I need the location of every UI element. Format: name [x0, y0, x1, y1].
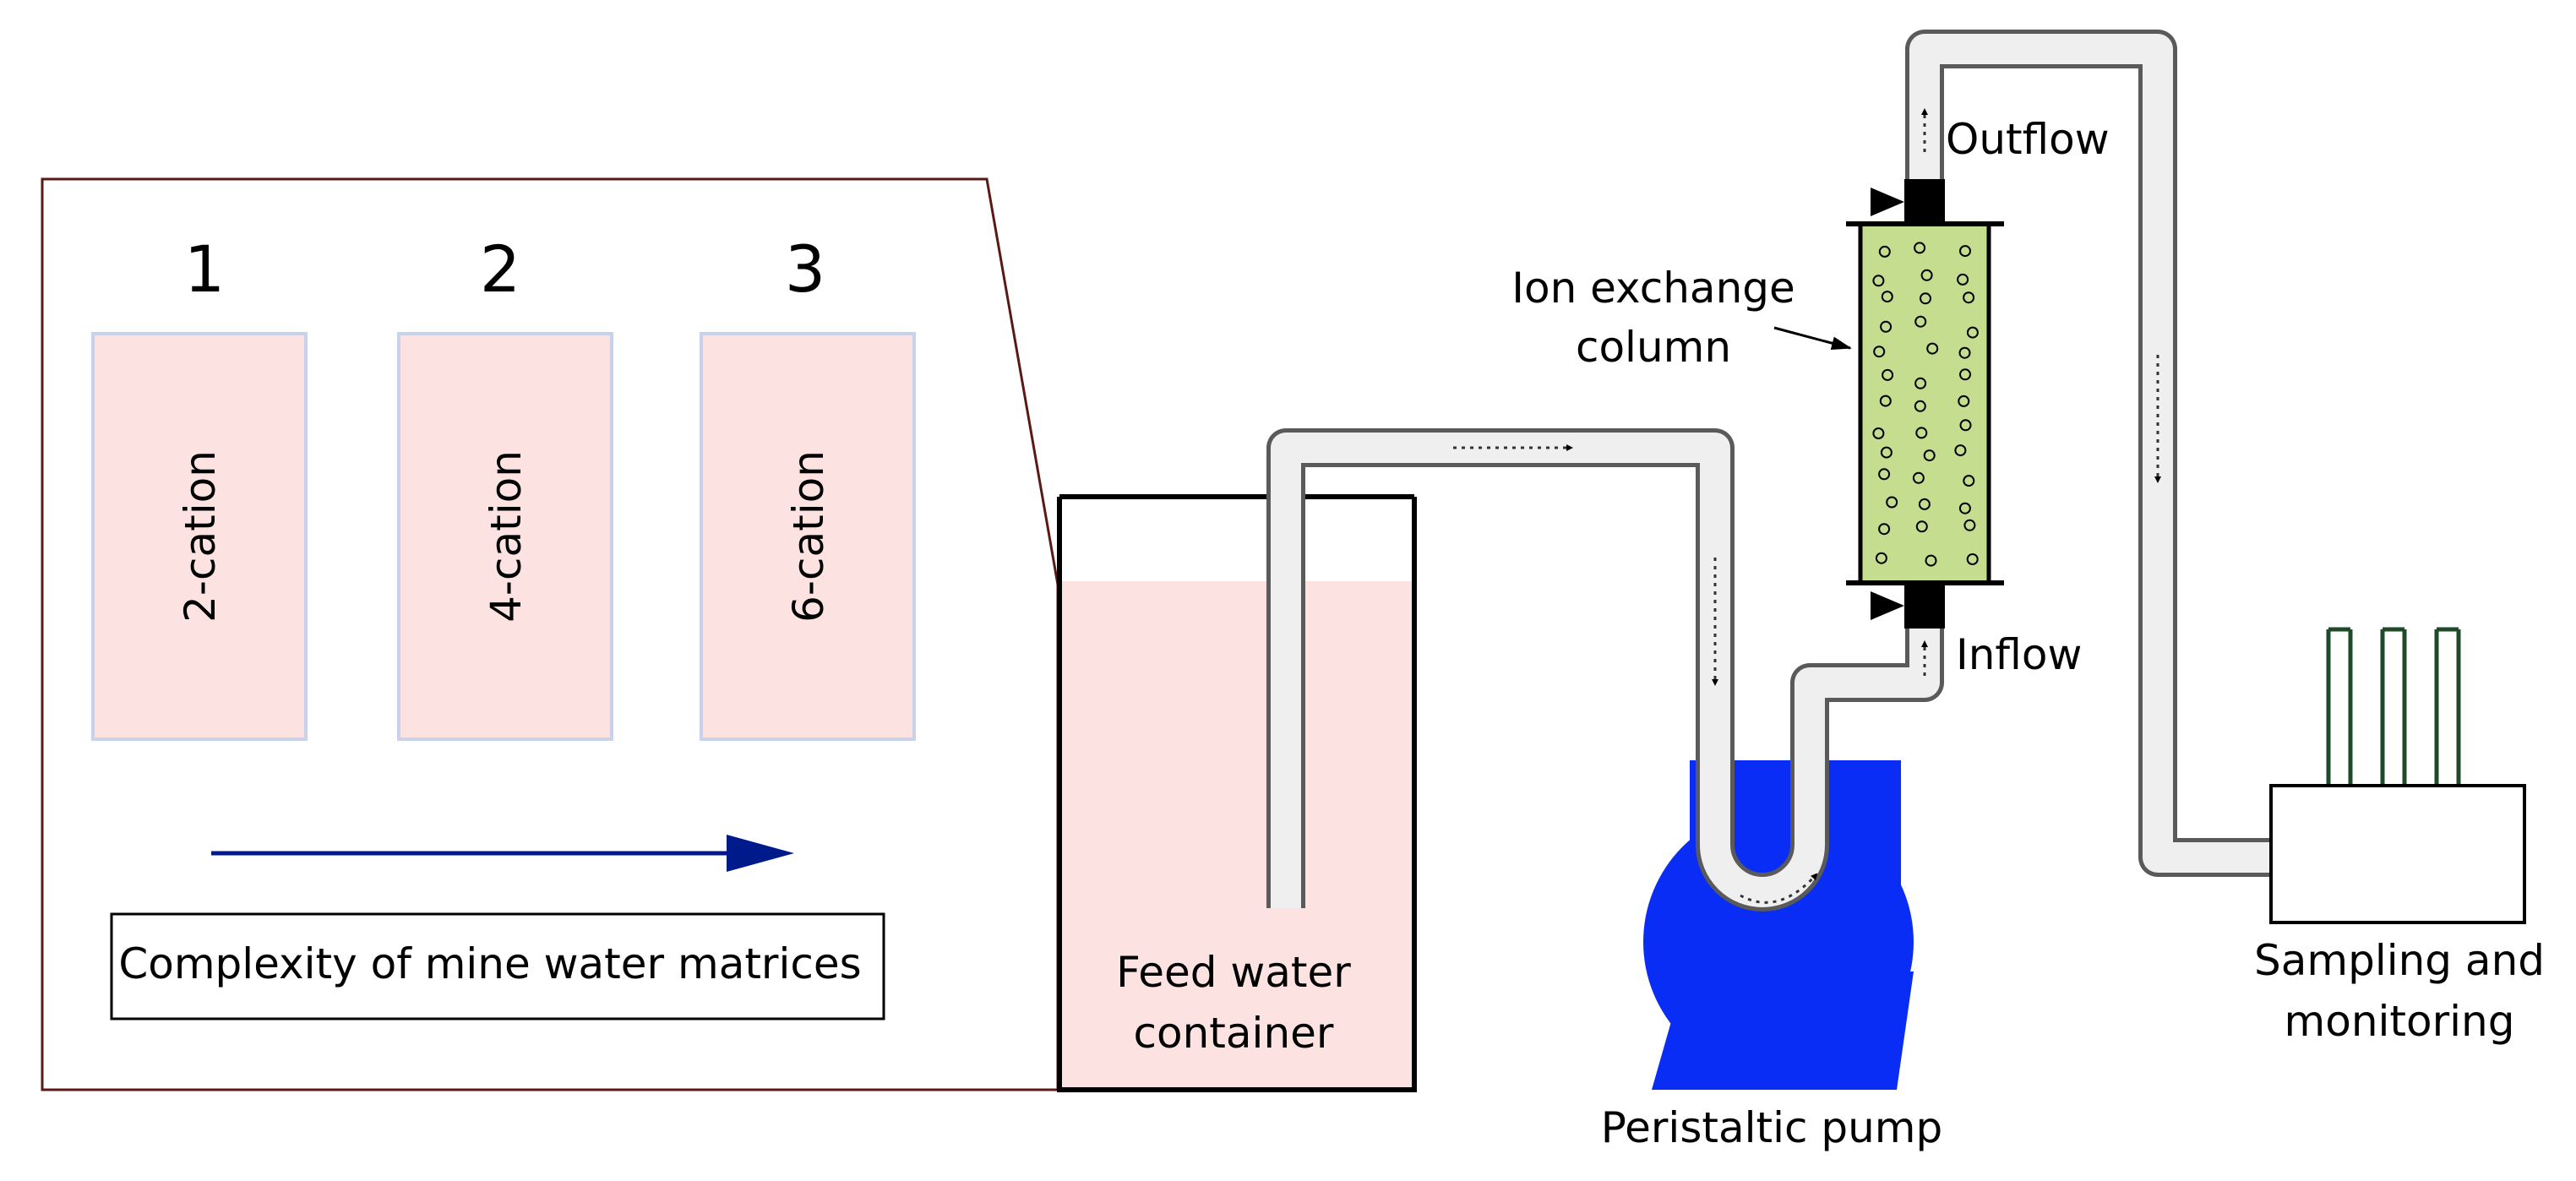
sampling-label-line2: monitoring: [2285, 997, 2515, 1046]
feed-label-line1: Feed water: [1116, 948, 1351, 997]
tubing: [1266, 30, 2273, 912]
resin-bead: [1920, 269, 1933, 281]
outflow-tube: [1909, 34, 2273, 873]
resin-bead: [1915, 520, 1928, 533]
resin-bead: [1879, 395, 1892, 407]
flow-arrow-loop: [1740, 873, 1818, 904]
resin-bead: [1920, 292, 1931, 305]
resin-bead: [1880, 320, 1893, 333]
sampling-station: Sampling and monitoring: [2254, 627, 2545, 1046]
resin-bead: [1914, 315, 1927, 328]
resin-bead: [1878, 468, 1891, 481]
resin-bead: [1963, 291, 1975, 304]
resin-bead: [1925, 554, 1937, 567]
complexity-arrow: [211, 835, 794, 872]
outflow-valve-icon: [1871, 188, 1904, 216]
matrix-inset-panel: 1 2-cation 2 4-cation 3 6-cation Complex…: [41, 177, 1059, 1091]
water-fill: [1061, 581, 1414, 1090]
resin-beads: [1872, 242, 1979, 567]
resin-bead: [1875, 552, 1887, 564]
matrix-label-3: 6-cation: [784, 450, 833, 623]
outflow-label: Outflow: [1946, 115, 2110, 164]
resin-bead: [1959, 419, 1972, 432]
resin-bead: [1881, 291, 1893, 303]
caption-box: [110, 912, 885, 1020]
matrix-label-1: 2-cation: [176, 450, 225, 623]
resin-bead: [1918, 498, 1931, 510]
resin-bead: [1926, 342, 1939, 355]
resin-bead: [1915, 427, 1928, 439]
inflow-label: Inflow: [1956, 630, 2082, 679]
resin-bead: [1882, 368, 1894, 381]
probe-3: [2434, 627, 2461, 786]
resin-bead: [1957, 273, 1969, 286]
resin-bead: [1958, 395, 1970, 407]
column-label-line1: Ion exchange: [1511, 264, 1795, 313]
resin-bead: [1872, 275, 1885, 287]
resin-bead: [1914, 400, 1926, 412]
resin-bead: [1880, 446, 1893, 459]
matrix-number-2: 2: [480, 231, 520, 307]
resin-bead: [1963, 475, 1975, 487]
resin-bead: [1878, 245, 1891, 258]
resin-bead: [1958, 346, 1971, 359]
resin-bead: [1959, 245, 1971, 258]
matrix-box-1: [91, 332, 308, 741]
sampling-box: [2269, 784, 2526, 924]
probe-2: [2380, 627, 2407, 786]
column-label-line2: column: [1576, 323, 1731, 372]
sampling-label-line1: Sampling and: [2254, 936, 2545, 985]
outflow-fitting: [1904, 179, 1945, 225]
probe-1: [2326, 627, 2353, 786]
peristaltic-pump: Peristaltic pump: [1601, 760, 1943, 1152]
resin-bead: [1923, 449, 1936, 462]
ion-exchange-column: Outflow Inflow Ion exchange column: [1511, 115, 2109, 679]
container-walls: [1057, 497, 1417, 1092]
resin-bead: [1872, 427, 1885, 439]
resin-bead: [1873, 346, 1886, 358]
pump-label: Peristaltic pump: [1601, 1103, 1943, 1152]
matrix-number-1: 1: [184, 231, 225, 307]
resin-bead: [1914, 377, 1927, 389]
matrix-box-3: [700, 332, 916, 741]
resin-bead: [1878, 523, 1891, 536]
matrix-label-2: 4-cation: [482, 450, 531, 623]
column-pointer-arrow: [1773, 326, 1852, 351]
inflow-fitting: [1904, 583, 1945, 629]
feed-tube: [1271, 433, 1940, 908]
inflow-valve-icon: [1871, 591, 1904, 620]
matrix-box-2: [397, 332, 613, 741]
resin-bead: [1914, 242, 1926, 254]
resin-bead: [1912, 471, 1925, 484]
resin-bead: [1966, 326, 1979, 339]
resin-bead: [1963, 519, 1976, 531]
feed-water-container: Feed water container: [1057, 494, 1417, 1092]
resin-bead: [1966, 553, 1979, 565]
feed-label-line2: container: [1134, 1009, 1334, 1058]
resin-bead: [1959, 368, 1971, 381]
resin-bead: [1954, 444, 1967, 457]
resin-bead: [1958, 502, 1971, 514]
resin-bead: [1886, 496, 1898, 509]
matrix-number-3: 3: [785, 231, 825, 307]
inset-caption: Complexity of mine water matrices: [118, 939, 861, 988]
